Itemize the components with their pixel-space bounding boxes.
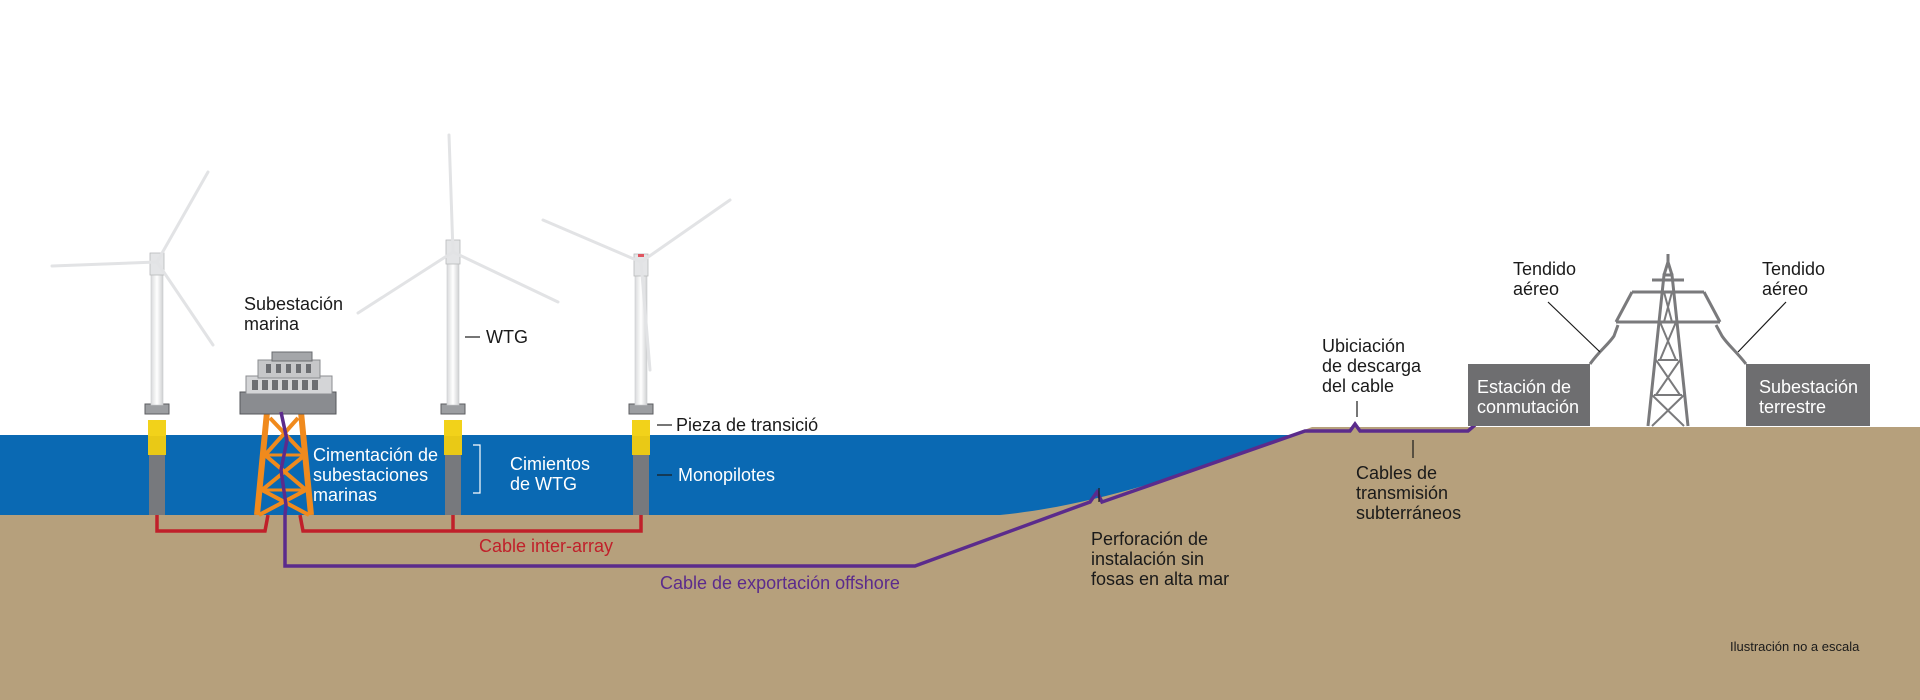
label-overhead-line-right: Tendido aéreo bbox=[1762, 259, 1830, 299]
leader-lines bbox=[465, 301, 1787, 502]
label-monopiles: Monopilotes bbox=[678, 465, 775, 485]
label-wtg-foundations: Cimientos de WTG bbox=[510, 454, 595, 494]
label-underground-cables: Cables de transmisión subterráneos bbox=[1356, 463, 1461, 523]
monopile bbox=[149, 455, 165, 515]
substation-module bbox=[245, 375, 333, 395]
blade bbox=[451, 250, 560, 304]
label-transition-piece: Pieza de transició bbox=[676, 415, 818, 435]
monopile bbox=[445, 455, 461, 515]
blade bbox=[639, 198, 732, 264]
label-overhead-line-left: Tendido aéreo bbox=[1513, 259, 1581, 299]
switching-station bbox=[1468, 364, 1590, 426]
label-offshore-export-cable: Cable de exportación offshore bbox=[660, 573, 900, 593]
label-substation-marine: Subestación marina bbox=[244, 294, 348, 334]
overhead-line-right bbox=[1714, 324, 1748, 365]
label-trenchless-drilling: Perforación de instalación sin fosas en … bbox=[1091, 529, 1229, 589]
blade bbox=[639, 260, 652, 372]
turbine-platform bbox=[628, 403, 654, 415]
overhead-line-left bbox=[1588, 324, 1620, 365]
blade bbox=[50, 260, 159, 268]
offshore-substation bbox=[239, 351, 337, 517]
turbine-platform bbox=[440, 403, 466, 415]
turbine-tower bbox=[634, 267, 648, 406]
blade bbox=[155, 260, 215, 347]
label-substation-foundation: Cimentación de subestaciones marinas bbox=[313, 445, 443, 505]
transmission-tower bbox=[1614, 254, 1722, 427]
blade bbox=[541, 218, 643, 264]
turbine-tower bbox=[150, 264, 164, 406]
offshore-export-cable bbox=[283, 420, 1477, 568]
inter-array-cable bbox=[155, 514, 643, 533]
blade bbox=[447, 133, 455, 254]
monopile bbox=[633, 455, 649, 515]
transition-piece-base bbox=[148, 436, 166, 455]
wind-turbine-3 bbox=[541, 198, 732, 515]
label-wtg: WTG bbox=[486, 327, 528, 347]
nacelle-light bbox=[638, 254, 644, 257]
substation-windows bbox=[252, 364, 318, 390]
blade bbox=[155, 170, 210, 264]
label-inter-array-cable: Cable inter-array bbox=[479, 536, 613, 556]
turbine-platform bbox=[144, 403, 170, 415]
substation-roof bbox=[271, 351, 313, 362]
label-switching-station: Estación de conmutación bbox=[1477, 377, 1579, 417]
label-onshore-substation: Subestación terrestre bbox=[1759, 377, 1863, 417]
wind-turbine-2 bbox=[356, 133, 560, 515]
turbine-tower bbox=[446, 254, 460, 406]
wind-turbine-1 bbox=[50, 170, 215, 515]
label-cable-landing: Ubiciación de descarga del cable bbox=[1322, 336, 1426, 396]
label-scale-note: Ilustración no a escala bbox=[1730, 639, 1860, 654]
transition-piece bbox=[632, 420, 650, 436]
export-cable-riser bbox=[279, 411, 289, 516]
onshore-substation bbox=[1746, 364, 1870, 426]
transition-piece bbox=[444, 420, 462, 436]
transition-piece bbox=[148, 420, 166, 436]
blade bbox=[356, 250, 455, 315]
substation-lower-deck bbox=[239, 391, 337, 415]
transition-piece-base bbox=[632, 436, 650, 455]
ground bbox=[0, 427, 1920, 700]
transition-piece-base bbox=[444, 436, 462, 455]
